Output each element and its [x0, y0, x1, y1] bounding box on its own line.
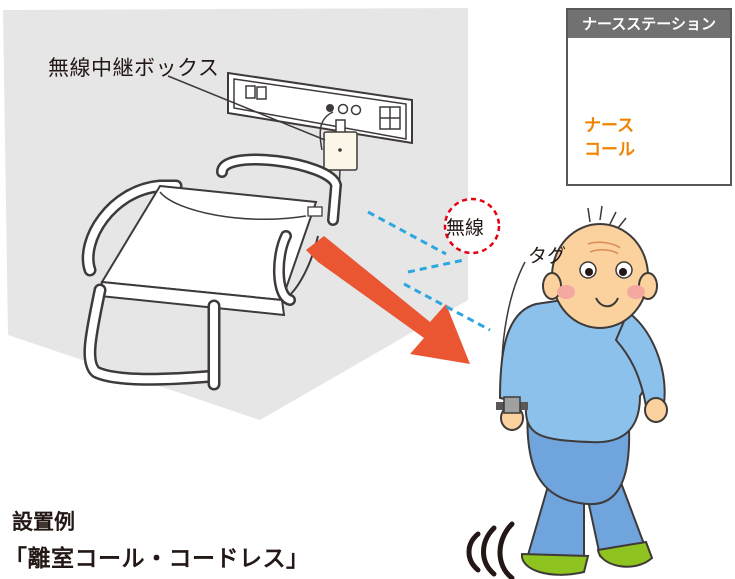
nurse-station-header: ナースステーション [568, 10, 730, 38]
wrist-tag [503, 396, 521, 414]
bed [81, 153, 343, 391]
wireless-label-circle [443, 197, 501, 255]
product-title: 「離室コール・コードレス」 [4, 546, 310, 572]
nurse-call-text: ナース コール [584, 116, 635, 160]
wall-outlet-panel [227, 71, 413, 145]
patient [496, 205, 668, 576]
sound-wave-icon [466, 521, 515, 579]
relay-box-label: 無線中継ボックス [48, 56, 220, 80]
installation-example-label: 設置例 [12, 510, 75, 534]
nurse-station-panel: ナースステーション ナース コール [566, 8, 732, 186]
leave-bed-arrow [306, 236, 470, 364]
tag-label: タグ [528, 245, 567, 267]
wireless-label: 無線 [446, 217, 485, 239]
relay-label-leader [167, 75, 326, 141]
wireless-signal-lines [367, 210, 491, 332]
